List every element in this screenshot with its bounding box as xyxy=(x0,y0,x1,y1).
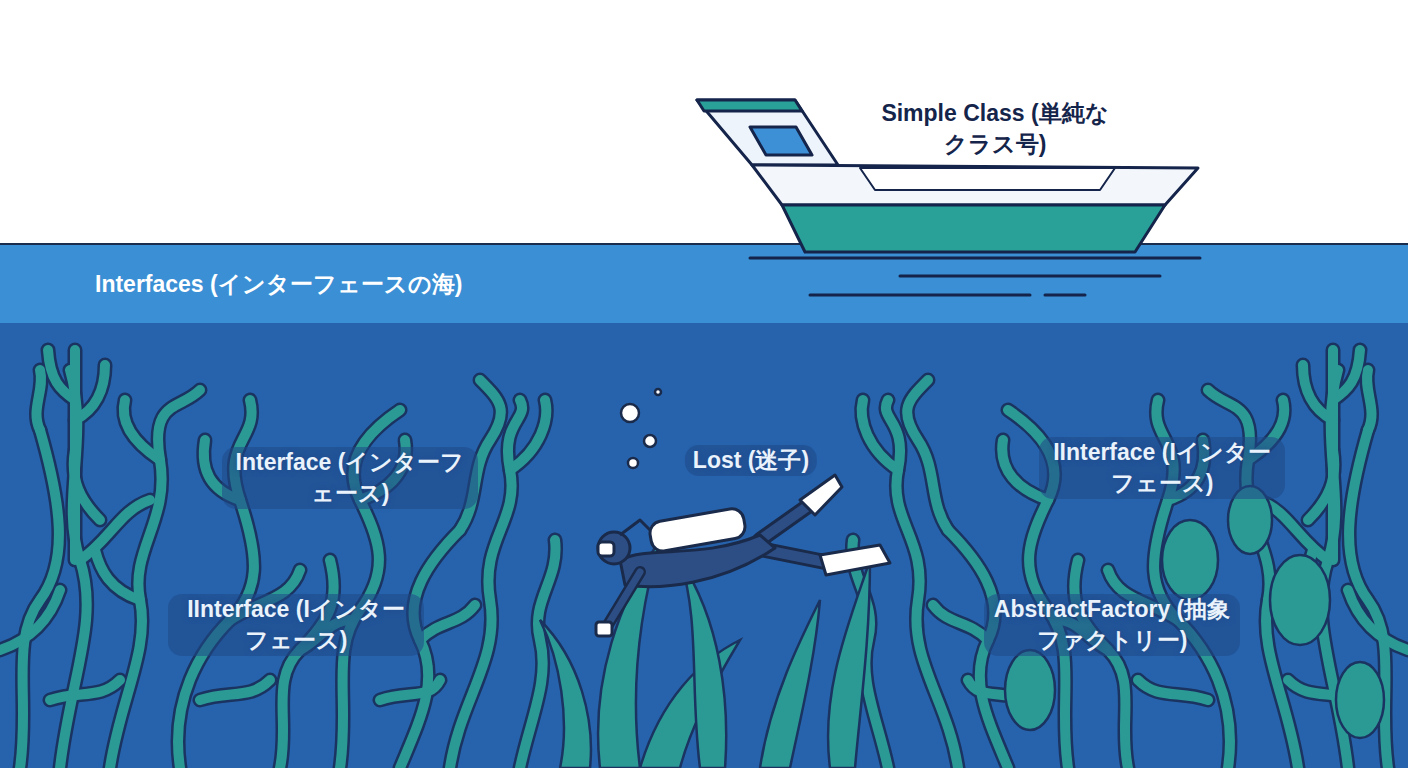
floating-label: IInterface (Iインターフェース) xyxy=(1039,437,1285,499)
air-tank xyxy=(648,507,747,553)
cabin-stripe xyxy=(697,100,802,111)
node-label: Simple Class (単純なクラス号) xyxy=(875,98,1115,160)
diver-fin xyxy=(820,545,890,575)
cabin-window xyxy=(750,127,812,155)
kelp-blade xyxy=(828,560,870,768)
node-label: Interfaces (インターフェースの海) xyxy=(95,269,462,300)
boat-keel xyxy=(782,205,1165,252)
water-ripples xyxy=(750,258,1200,295)
deep-sea xyxy=(0,322,1408,768)
seaweed-outline xyxy=(0,350,1408,768)
diver xyxy=(596,475,890,636)
regulator-hose xyxy=(620,520,650,535)
sea-band: Interfaces (インターフェースの海) xyxy=(0,243,1408,323)
boat-hull xyxy=(752,165,1198,205)
diver-leg xyxy=(760,506,808,540)
bubble xyxy=(628,458,638,468)
bubble xyxy=(621,404,639,422)
floating-label: IInterface (Iインターフェース) xyxy=(168,594,424,656)
kelp-leaf xyxy=(1270,555,1330,645)
kelp-blade xyxy=(540,620,591,768)
bubbles xyxy=(621,389,661,468)
floating-label: AbstractFactory (抽象ファクトリー) xyxy=(984,594,1240,656)
diver-leg xyxy=(765,550,825,562)
diver-arm xyxy=(606,572,640,628)
diver-head xyxy=(598,532,630,564)
diver-mask xyxy=(598,542,614,556)
diver-fin xyxy=(800,475,842,515)
floating-label: Interface (インターフェース) xyxy=(222,447,478,509)
diver-hand xyxy=(596,622,612,636)
bubble xyxy=(644,435,656,447)
boat-shape: Simple Class (単純なクラス号) xyxy=(690,90,1210,300)
kelp-leaf xyxy=(1005,650,1055,730)
ripple xyxy=(810,294,1030,297)
diver-arm xyxy=(606,572,640,628)
ripple xyxy=(1045,294,1085,297)
floating-label: Lost (迷子) xyxy=(685,445,817,476)
kelp-blade xyxy=(680,560,726,768)
diver-leg xyxy=(765,550,825,562)
boat-cabin xyxy=(697,100,838,165)
diver-leg xyxy=(760,506,808,540)
boat-deck xyxy=(860,168,1115,190)
kelp-leaf xyxy=(1336,662,1384,738)
kelp-blades xyxy=(540,486,1384,768)
seaweed xyxy=(0,350,1408,768)
ripple xyxy=(900,275,1160,278)
ripple xyxy=(750,257,1200,260)
kelp-leaf xyxy=(1162,520,1218,600)
kelp-blade xyxy=(760,600,820,768)
bubble xyxy=(655,389,661,395)
